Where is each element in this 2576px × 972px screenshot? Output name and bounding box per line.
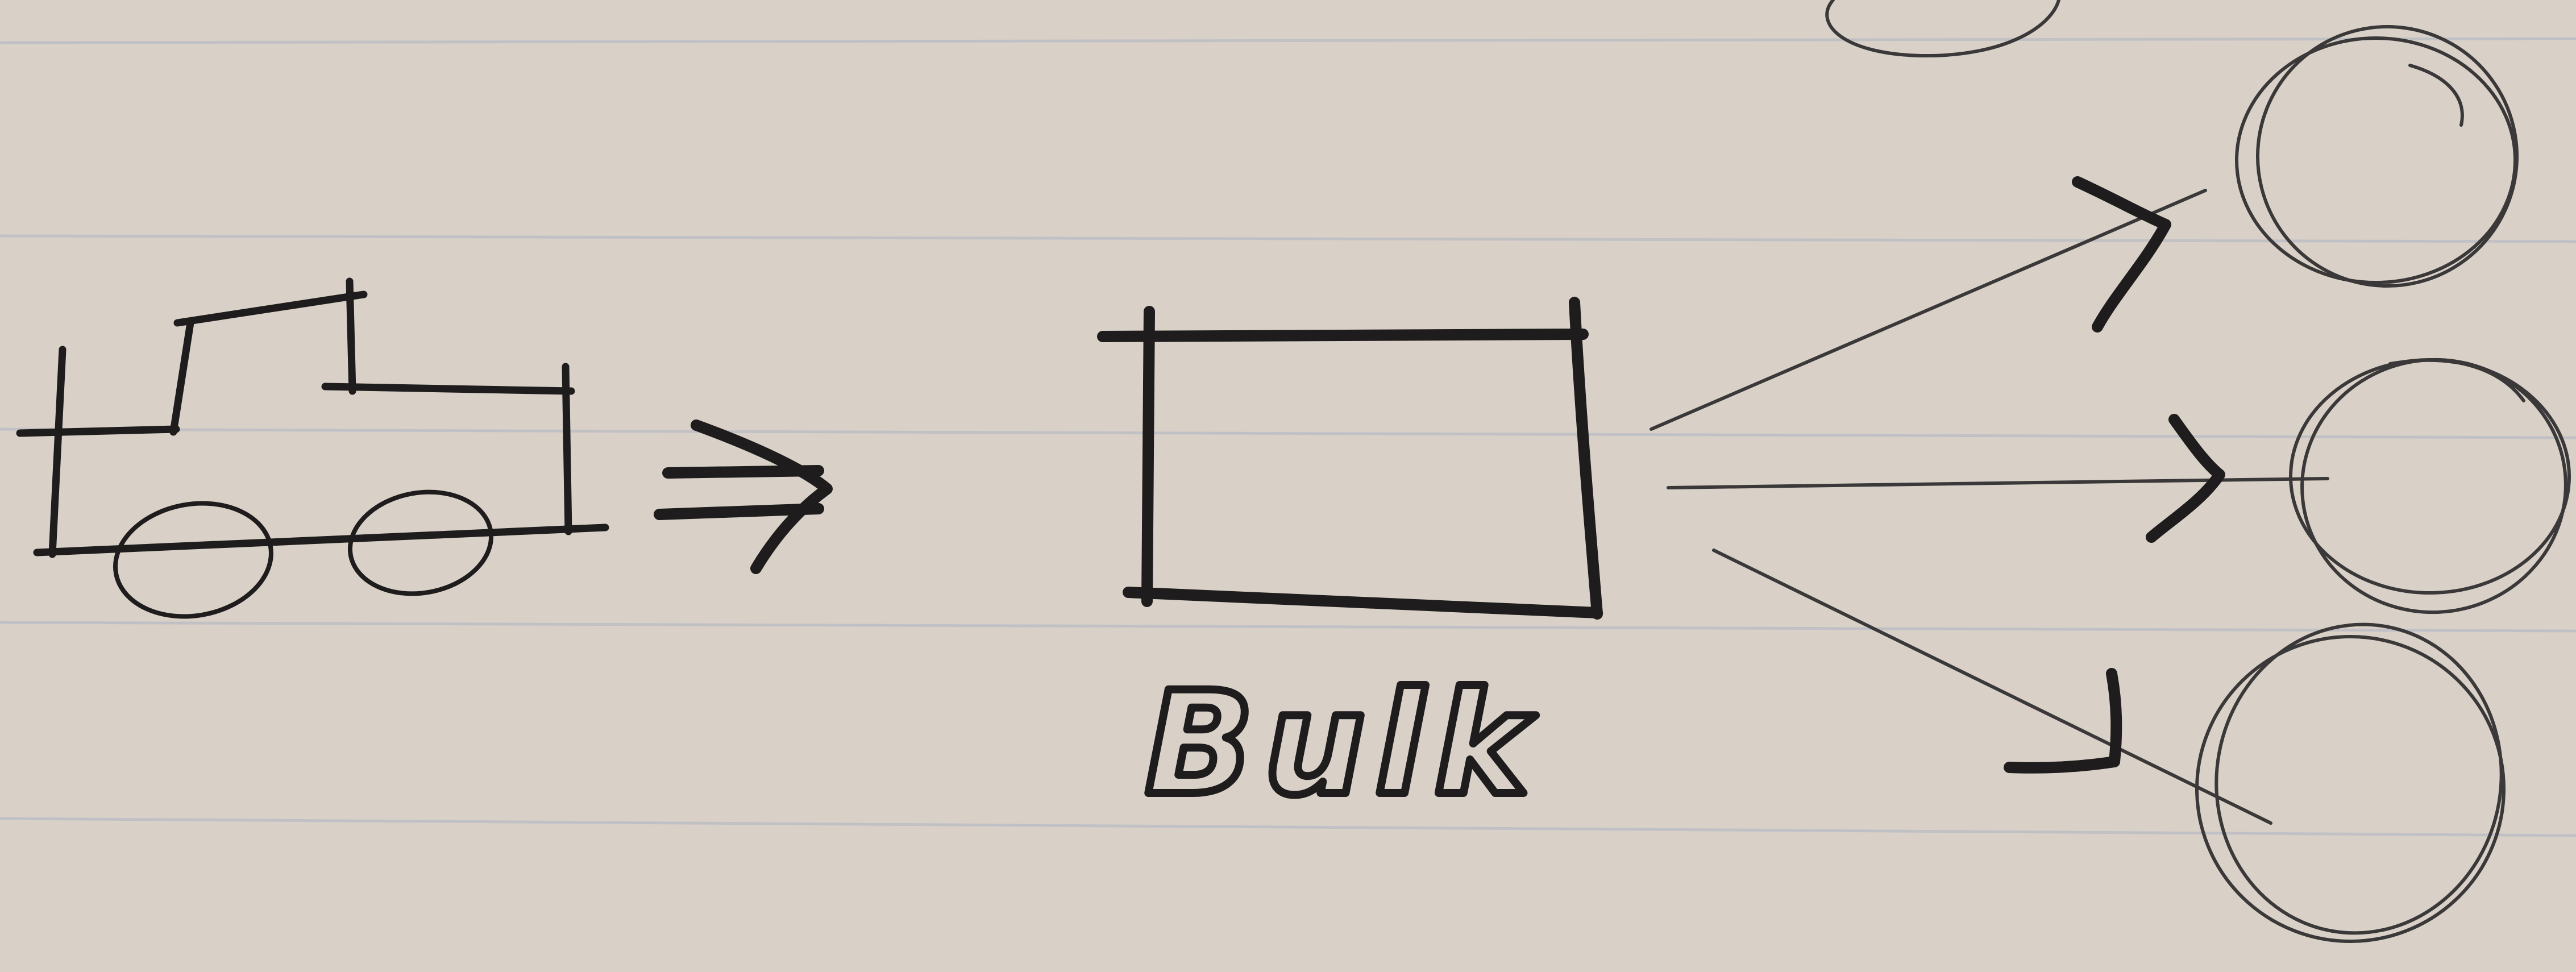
bulk-label: Bulk: [1145, 661, 1539, 826]
